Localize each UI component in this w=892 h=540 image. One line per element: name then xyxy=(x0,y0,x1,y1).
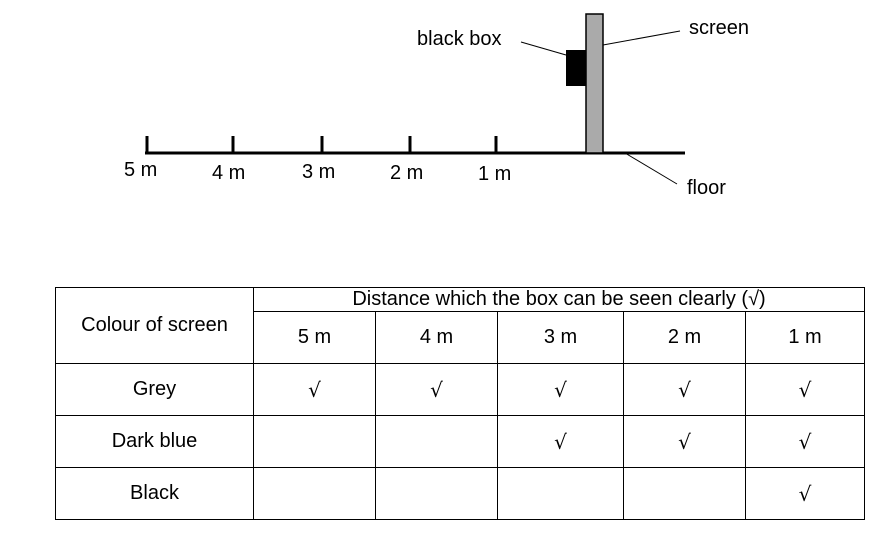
column-header-2m: 2 m xyxy=(623,311,746,364)
header-row-group: Colour of screen Distance which the box … xyxy=(55,287,866,364)
tick-cell xyxy=(375,415,498,468)
distance-label-3m: 3 m xyxy=(302,161,336,183)
distance-label-1m: 1 m xyxy=(478,163,512,185)
black-box-leader xyxy=(520,41,567,56)
results-table: Colour of screen Distance which the box … xyxy=(55,287,866,520)
column-header-4m: 4 m xyxy=(375,311,498,364)
distance-group-header: Distance which the box can be seen clear… xyxy=(252,287,866,312)
row-label-black: Black xyxy=(55,467,254,520)
tick-cell: √ xyxy=(623,415,746,468)
tick-cell: √ xyxy=(497,363,624,416)
screen-label: screen xyxy=(689,17,750,39)
black-box-label: black box xyxy=(417,28,502,50)
header-row-distances: 5 m 4 m 3 m 2 m 1 m xyxy=(56,311,866,364)
floor-leader xyxy=(624,152,678,185)
black-box-shape xyxy=(566,50,586,86)
distance-label-2m: 2 m xyxy=(390,162,424,184)
tick-cell: √ xyxy=(744,415,866,468)
tick-cell: √ xyxy=(497,415,624,468)
tick-cell: √ xyxy=(744,467,866,520)
tick-cell xyxy=(623,467,746,520)
row-label-grey: Grey xyxy=(55,363,254,416)
row-label-dark-blue: Dark blue xyxy=(55,415,254,468)
column-header-5m: 5 m xyxy=(253,311,376,364)
distance-label-4m: 4 m xyxy=(212,162,246,184)
tick-cell xyxy=(253,415,376,468)
table-row-dark-blue: Dark blue √ √ √ xyxy=(55,415,866,468)
screen-panel xyxy=(585,13,604,154)
tick-cell: √ xyxy=(623,363,746,416)
floor-label: floor xyxy=(687,177,726,199)
tick-cell: √ xyxy=(744,363,866,416)
tick-cell xyxy=(497,467,624,520)
tick-cell xyxy=(253,467,376,520)
colour-of-screen-header: Colour of screen xyxy=(55,287,254,364)
table-row-black: Black √ xyxy=(55,467,866,520)
screen-leader xyxy=(602,30,681,46)
table-row-grey: Grey √ √ √ √ √ xyxy=(55,363,866,416)
tick-cell: √ xyxy=(253,363,376,416)
column-header-3m: 3 m xyxy=(497,311,624,364)
tick-cell xyxy=(375,467,498,520)
tick-cell: √ xyxy=(375,363,498,416)
column-header-1m: 1 m xyxy=(744,311,866,364)
distance-label-5m: 5 m xyxy=(124,159,158,181)
